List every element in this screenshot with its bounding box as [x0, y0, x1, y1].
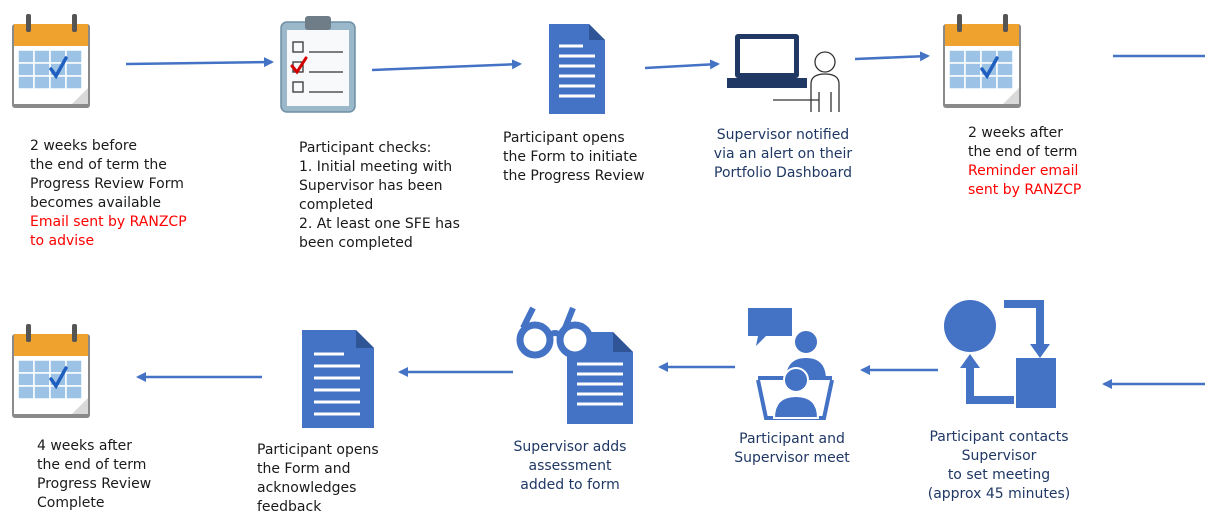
- step6-line: to set meeting: [947, 467, 1051, 483]
- arrow-step1-to-step2: [125, 57, 274, 68]
- step3-line: Participant opens: [503, 130, 625, 146]
- step8-line: added to form: [520, 477, 620, 493]
- calendar-icon: [943, 14, 1021, 108]
- step7-caption: Participant and Supervisor meet: [722, 430, 862, 468]
- step6-line: (approx 45 minutes): [927, 486, 1071, 502]
- arrow-step3-to-step4: [644, 59, 720, 70]
- step9-line: the Form and: [257, 461, 351, 477]
- step7-line: Supervisor meet: [734, 450, 850, 466]
- step1-caption: 2 weeks before the end of term the Progr…: [30, 137, 187, 251]
- step1-email-note: Email sent by RANZCP: [30, 214, 187, 230]
- step2-line: Participant checks:: [299, 140, 432, 156]
- step9-line: acknowledges: [257, 480, 357, 496]
- step8-caption: Supervisor adds assessment added to form: [500, 438, 640, 495]
- step9-line: feedback: [257, 499, 322, 515]
- process-flow-icon: [944, 300, 1056, 408]
- step4-line: via an alert on their: [713, 146, 853, 162]
- step5-reminder-note: Reminder email: [968, 163, 1079, 179]
- calendar-icon: [12, 324, 90, 418]
- step1-line: Progress Review Form: [30, 176, 184, 192]
- laptop-user-icon: [727, 34, 840, 112]
- glasses-document-icon: [516, 306, 633, 424]
- document-icon: [302, 330, 374, 428]
- step9-caption: Participant opens the Form and acknowled…: [257, 441, 379, 517]
- step9-line: Participant opens: [257, 442, 379, 458]
- step1-line: the end of term the: [30, 157, 167, 173]
- step1-email-note: to advise: [30, 233, 95, 249]
- document-icon: [549, 24, 605, 114]
- step2-line: 1. Initial meeting with: [299, 159, 453, 175]
- step3-line: the Form to initiate: [503, 149, 638, 165]
- step8-line: Supervisor adds: [513, 439, 627, 455]
- step5-line: the end of term: [968, 144, 1078, 160]
- step3-caption: Participant opens the Form to initiate t…: [503, 129, 645, 186]
- step10-caption: 4 weeks after the end of term Progress R…: [37, 437, 151, 513]
- step2-line: 2. At least one SFE has: [299, 216, 460, 232]
- calendar-icon: [12, 14, 90, 108]
- step3-line: the Progress Review: [503, 168, 645, 184]
- step6-line: Participant contacts: [929, 429, 1069, 445]
- step10-line: the end of term: [37, 457, 147, 473]
- step7-line: Participant and: [739, 431, 845, 447]
- step5-caption: 2 weeks after the end of term Reminder e…: [968, 124, 1081, 200]
- step1-line: becomes available: [30, 195, 161, 211]
- step2-line: completed: [299, 197, 374, 213]
- step8-line: assessment: [528, 458, 612, 474]
- step5-reminder-note: sent by RANZCP: [968, 182, 1082, 198]
- meeting-icon: [748, 308, 834, 420]
- step2-line: Supervisor has been: [299, 178, 443, 194]
- arrow-step2-to-step3: [371, 59, 522, 72]
- step10-line: Complete: [37, 495, 105, 511]
- step6-line: Supervisor: [961, 448, 1037, 464]
- step4-line: Supervisor notified: [716, 127, 850, 143]
- step10-line: 4 weeks after: [37, 438, 133, 454]
- step1-line: 2 weeks before: [30, 138, 137, 154]
- step4-caption: Supervisor notified via an alert on thei…: [698, 126, 868, 183]
- step10-line: Progress Review: [37, 476, 152, 492]
- step4-line: Portfolio Dashboard: [714, 165, 852, 181]
- checklist-clipboard-icon: [280, 16, 356, 113]
- step2-line: been completed: [299, 235, 413, 251]
- step6-caption: Participant contacts Supervisor to set m…: [909, 428, 1089, 504]
- arrow-step4-to-step5: [854, 51, 930, 62]
- step5-line: 2 weeks after: [968, 125, 1064, 141]
- step2-caption: Participant checks: 1. Initial meeting w…: [299, 139, 460, 253]
